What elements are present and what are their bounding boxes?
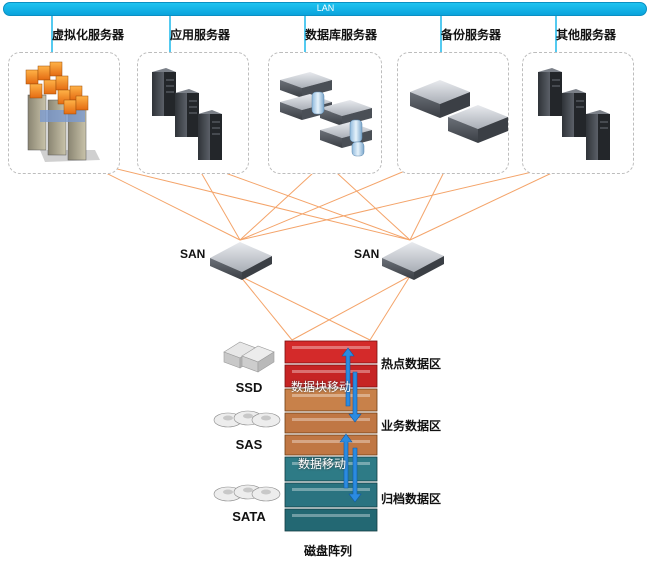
fc-link <box>324 161 411 241</box>
fc-link <box>79 159 411 241</box>
virtualization-server-icon <box>25 61 100 162</box>
disk-type-label: SSD <box>235 380 263 395</box>
tower-server-icon <box>152 68 222 160</box>
movement-label: 数据移动 <box>298 457 347 471</box>
fc-link <box>194 161 411 241</box>
san-label: SAN <box>354 247 380 261</box>
server-group-title: 数据库服务器 <box>305 28 378 42</box>
fc-link <box>194 161 241 241</box>
server-group-title: 应用服务器 <box>170 28 231 42</box>
fc-link <box>291 275 411 341</box>
server-group-title: 其他服务器 <box>556 28 617 42</box>
ssd-disk-icon <box>223 341 275 373</box>
san-switch-icon <box>210 242 272 280</box>
zone-label: 业务数据区 <box>381 419 442 433</box>
tower-server-icon <box>538 68 610 160</box>
fc-link <box>369 275 411 341</box>
fc-link <box>239 161 576 241</box>
lan-bus <box>3 2 647 16</box>
movement-label: 数据块移动 <box>291 380 352 394</box>
disk-type-label: SATA <box>232 509 266 524</box>
zone-label: 归档数据区 <box>381 492 442 506</box>
sata-disk-icon <box>213 484 281 502</box>
server-group-title: 虚拟化服务器 <box>52 28 125 42</box>
zone-label: 热点数据区 <box>381 357 442 371</box>
fc-link <box>239 275 293 341</box>
fc-link <box>239 275 371 341</box>
database-server-icon <box>280 72 372 157</box>
sas-disk-icon <box>213 410 281 428</box>
server-group-title: 备份服务器 <box>441 28 502 42</box>
san-label: SAN <box>180 247 206 261</box>
san-switch-icon <box>382 242 444 280</box>
fc-link <box>409 161 576 241</box>
disk-array-title: 磁盘阵列 <box>304 544 353 558</box>
lan-label: LAN <box>316 3 335 13</box>
disk-type-label: SAS <box>235 437 263 452</box>
fc-link <box>239 161 326 241</box>
rack-server-icon <box>410 80 508 143</box>
disk-array-icon <box>284 340 378 532</box>
